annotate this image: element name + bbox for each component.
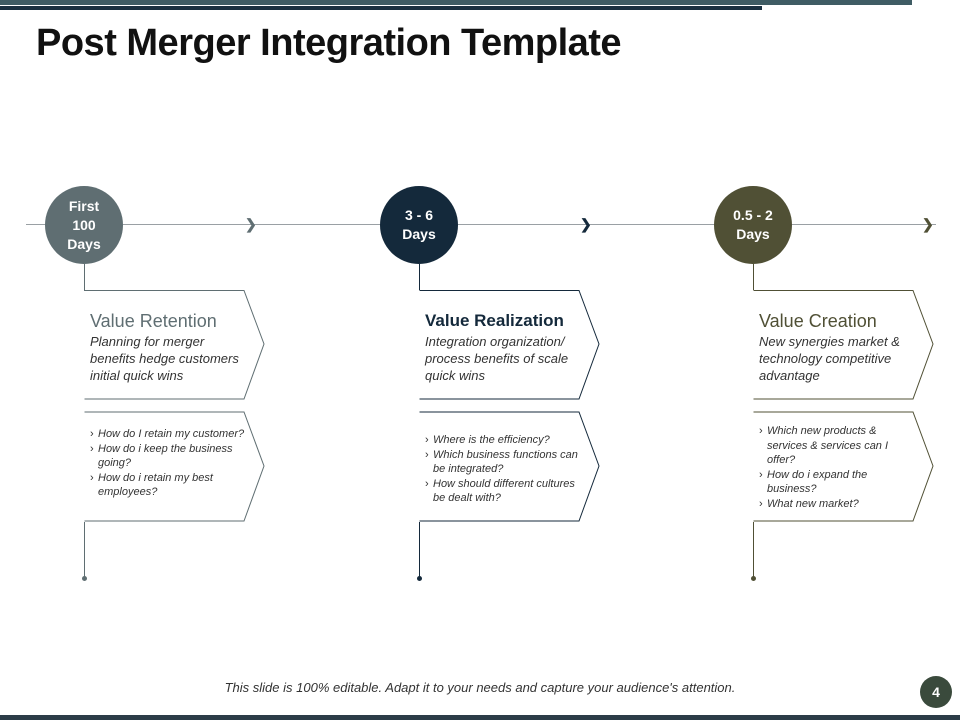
stage-1-callout-frame xyxy=(84,290,265,522)
stage-2-description: Integration organization/ process benefi… xyxy=(425,334,569,383)
stage-3-callout-frame xyxy=(753,290,934,522)
slide-footer-note: This slide is 100% editable. Adapt it to… xyxy=(224,680,736,695)
list-item: ›Where is the efficiency? xyxy=(425,434,550,446)
bullet-chevron-icon: › xyxy=(425,434,429,446)
top-accent-bar xyxy=(0,0,912,5)
bullet-chevron-icon: › xyxy=(759,497,763,510)
stage-1-connector xyxy=(84,264,85,290)
list-item: ›How do i expand the business? xyxy=(759,468,868,496)
stage-2-tail-line xyxy=(419,522,420,577)
page-number-badge: 4 xyxy=(920,676,952,708)
timeline-line xyxy=(26,224,936,225)
bullet-chevron-icon: › xyxy=(759,468,763,481)
stage-3-connector xyxy=(753,264,754,290)
timeline-chevron-right-icon: ❯ xyxy=(580,216,592,232)
stage-3-period-circle: 0.5 - 2 Days xyxy=(714,186,792,264)
page-number: 4 xyxy=(932,684,940,700)
stage-2-question-list: ›Where is the efficiency? ›Which busines… xyxy=(425,433,580,506)
stage-3-period: 0.5 - 2 Days xyxy=(733,207,773,242)
stage-1-question-list: ›How do I retain my customer? ›How do i … xyxy=(90,427,250,500)
stage-1-period: First 100 Days xyxy=(67,197,101,252)
stage-2-period: 3 - 6 Days xyxy=(402,207,436,242)
stage-1-end-dot xyxy=(82,576,87,581)
timeline-chevron-right-icon: ❯ xyxy=(922,216,934,232)
list-item: ›Which business functions can be integra… xyxy=(425,448,578,476)
timeline-chevron-right-icon: ❯ xyxy=(245,216,257,232)
stage-2-end-dot xyxy=(417,576,422,581)
stage-3-end-dot xyxy=(751,576,756,581)
list-item: ›How do I retain my customer? xyxy=(90,428,245,440)
stage-2-connector xyxy=(419,264,420,290)
bullet-chevron-icon: › xyxy=(759,425,763,437)
bullet-chevron-icon: › xyxy=(425,448,429,461)
list-item: ›How do i retain my best employees? xyxy=(90,471,213,499)
bullet-chevron-icon: › xyxy=(90,471,94,484)
stage-2-period-circle: 3 - 6 Days xyxy=(380,186,458,264)
bottom-accent-bar xyxy=(0,715,960,720)
slide-title: Post Merger Integration Template xyxy=(36,22,622,64)
bullet-chevron-icon: › xyxy=(90,442,94,455)
stage-1-description: Planning for merger benefits hedge custo… xyxy=(90,334,239,383)
list-item: ›What new market? xyxy=(759,497,859,510)
bullet-chevron-icon: › xyxy=(425,477,429,490)
stage-3-question-list: ›Which new products & services & service… xyxy=(759,424,909,511)
stage-3-heading: Value Creation xyxy=(759,311,877,331)
stage-3-tail-line xyxy=(753,522,754,577)
stage-2-callout-frame xyxy=(419,290,600,522)
list-item: ›How do i keep the business going? xyxy=(90,442,233,470)
list-item: ›Which new products & services & service… xyxy=(759,425,889,466)
list-item: ›How should different cultures be dealt … xyxy=(425,477,575,505)
bullet-chevron-icon: › xyxy=(90,428,94,440)
stage-1-period-circle: First 100 Days xyxy=(45,186,123,264)
stage-1-tail-line xyxy=(84,522,85,577)
stage-3-description: New synergies market & technology compet… xyxy=(759,334,900,383)
stage-2-heading: Value Realization xyxy=(425,311,564,330)
stage-1-heading: Value Retention xyxy=(90,311,217,331)
top-accent-bar-dark xyxy=(0,6,762,10)
